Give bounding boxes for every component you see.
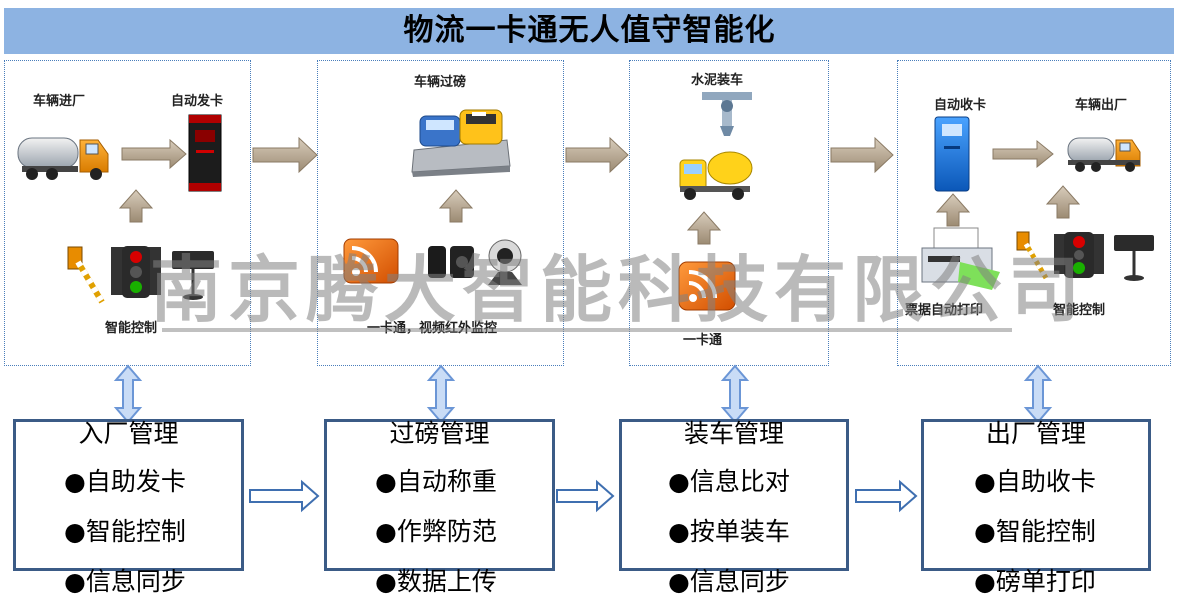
webcam-icon — [488, 239, 522, 285]
box-title: 入厂管理 — [78, 419, 179, 448]
box-item: ●信息同步 — [668, 567, 790, 596]
box-item: ●自助收卡 — [974, 467, 1096, 496]
cement-loader-icon — [702, 92, 752, 136]
box-item: ●磅单打印 — [974, 567, 1096, 596]
card-dispenser-icon — [188, 114, 222, 192]
panel-entry — [4, 60, 251, 366]
traffic-light-icon — [1054, 232, 1104, 278]
box-arrows — [249, 479, 918, 513]
box-item: ●数据上传 — [375, 567, 497, 596]
box-item: ●自动称重 — [375, 467, 497, 496]
printer-icon — [921, 227, 1000, 290]
label-control-exit: 智能控制 — [1053, 303, 1106, 318]
tanker-truck-icon — [1067, 137, 1141, 172]
box-title: 装车管理 — [683, 419, 784, 448]
box-entry: 入厂管理 ●自助发卡 ●智能控制 ●信息同步 — [13, 419, 244, 596]
box-title: 过磅管理 — [389, 419, 490, 448]
display-sign-icon — [172, 251, 214, 300]
box-item: ●智能控制 — [64, 517, 186, 546]
watermark-underline — [162, 328, 1012, 332]
box-item: ●智能控制 — [974, 517, 1096, 546]
box-item: ●信息同步 — [64, 567, 186, 596]
page-title: 物流一卡通无人值守智能化 — [403, 13, 776, 48]
link-arrows — [113, 364, 1053, 424]
box-exit: 出厂管理 ●自助收卡 ●智能控制 ●磅单打印 — [921, 419, 1151, 596]
barrier-gate-icon — [1016, 231, 1049, 280]
label-truck-in: 车辆进厂 — [33, 94, 86, 109]
flow-arrows-between — [252, 136, 894, 174]
box-item: ●按单装车 — [668, 517, 790, 546]
box-load: 装车管理 ●信息比对 ●按单装车 ●信息同步 — [619, 419, 849, 596]
tanker-truck-icon — [17, 137, 109, 180]
box-item: ●自助发卡 — [64, 467, 186, 496]
label-load: 水泥装车 — [691, 73, 744, 88]
label-print: 票据自动打印 — [905, 303, 984, 318]
display-sign-icon — [1114, 235, 1154, 281]
rss-reader-icon — [343, 238, 399, 284]
barrier-gate-icon — [67, 246, 105, 304]
infrared-sensor-icon — [428, 246, 474, 278]
box-item: ●作弊防范 — [375, 517, 497, 546]
panel-weigh — [317, 60, 564, 366]
box-item: ●信息比对 — [668, 467, 790, 496]
card-collector-icon — [934, 116, 970, 192]
label-card-load: 一卡通 — [683, 333, 723, 348]
box-weigh: 过磅管理 ●自动称重 ●作弊防范 ●数据上传 — [324, 419, 555, 596]
rss-reader-icon — [678, 261, 736, 311]
label-truck-out: 车辆出厂 — [1075, 98, 1128, 113]
flow-arrows-inner — [118, 138, 1081, 245]
weighbridge-icon — [411, 109, 511, 177]
mixer-truck-icon — [679, 151, 753, 200]
traffic-light-icon — [111, 246, 161, 298]
label-card-issue: 自动发卡 — [171, 94, 224, 109]
box-title: 出厂管理 — [985, 419, 1086, 448]
panel-exit — [897, 60, 1171, 366]
label-control-entry: 智能控制 — [105, 321, 158, 336]
label-card-collect: 自动收卡 — [934, 98, 987, 113]
label-weigh: 车辆过磅 — [414, 75, 467, 90]
title-bar — [4, 8, 1174, 54]
watermark: 南京腾大智能科技有限公司 — [150, 248, 1087, 332]
